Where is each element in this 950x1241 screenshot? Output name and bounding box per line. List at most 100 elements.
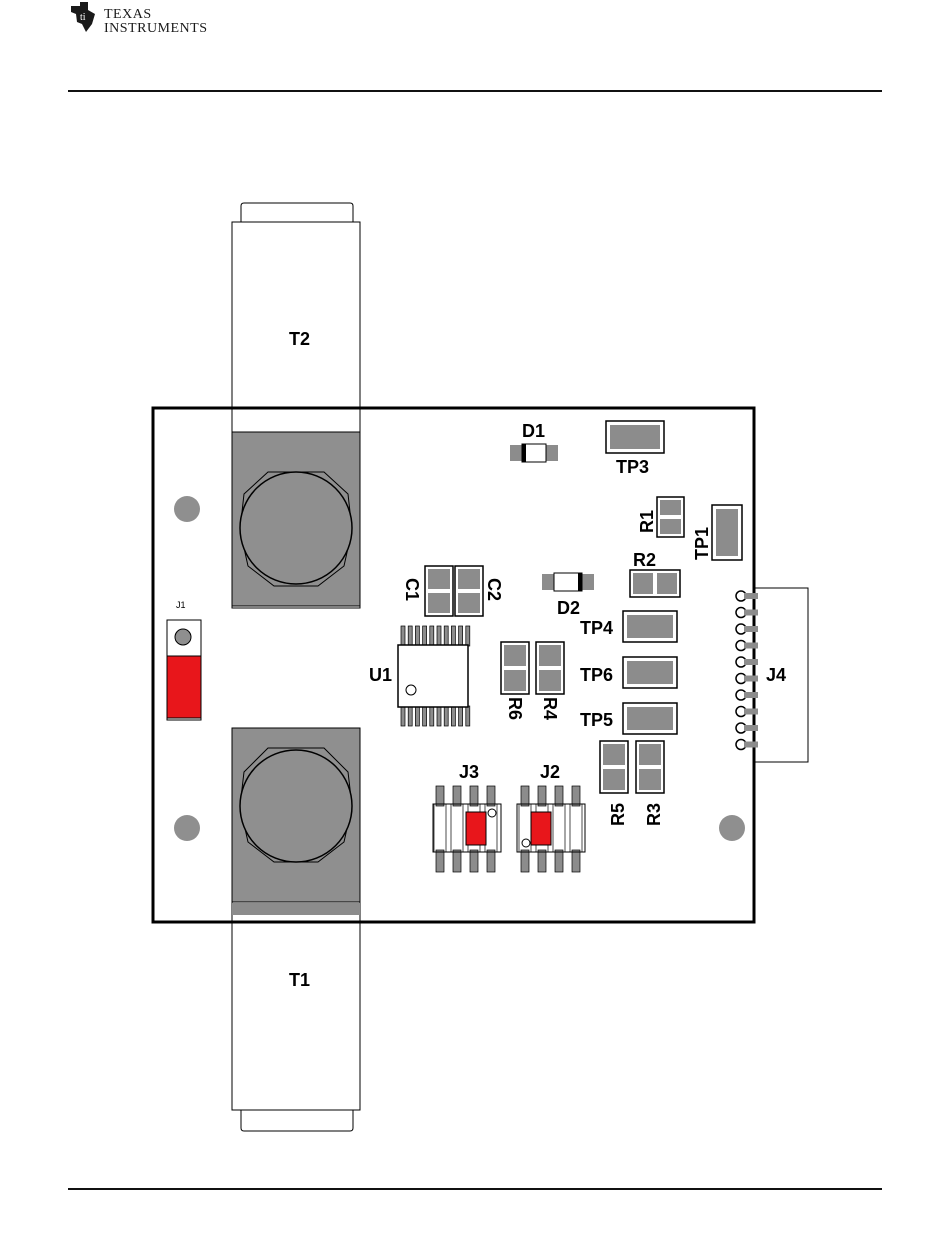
j4-pin-lead (744, 593, 758, 599)
j4-pin-lead (744, 692, 758, 698)
u1-pin (415, 706, 419, 726)
j1-red (167, 656, 201, 718)
r3-pad-top (639, 744, 661, 765)
u1-pin (415, 626, 419, 646)
t2-core-circle (240, 472, 352, 584)
header-pin (453, 850, 461, 872)
u1-pin (451, 706, 455, 726)
header-pin-guide (553, 804, 565, 852)
r2-label: R2 (633, 550, 656, 570)
j4-pin-lead (744, 659, 758, 665)
header-pin (572, 850, 580, 872)
d2-body (554, 573, 582, 591)
r4-label: R4 (540, 697, 560, 720)
r1-label: R1 (637, 510, 657, 533)
r1-pad-top (660, 500, 681, 515)
j3-pin1-dot (488, 809, 496, 817)
tp4-pad (627, 615, 673, 638)
r4-pad-top (539, 645, 561, 666)
u1-pin (437, 706, 441, 726)
d1-label: D1 (522, 421, 545, 441)
j4-pin-lead (744, 709, 758, 715)
j2-label: J2 (540, 762, 560, 782)
t2-label: T2 (289, 329, 310, 349)
header-pin (436, 850, 444, 872)
tp3-pad (610, 425, 660, 449)
u1-body (398, 645, 468, 707)
header-pin (487, 786, 495, 806)
u1-pin (408, 706, 412, 726)
tp6-label: TP6 (580, 665, 613, 685)
j4-pin-lead (744, 742, 758, 748)
t2-tab (241, 203, 353, 222)
header-pin (521, 850, 529, 872)
c1-label: C1 (402, 578, 422, 601)
header-pin (572, 786, 580, 806)
header-pin (538, 850, 546, 872)
header-pin (436, 786, 444, 806)
mount-hole-1 (174, 496, 200, 522)
tp3-label: TP3 (616, 457, 649, 477)
header-pin-guide (451, 804, 463, 852)
j1-pin (175, 629, 191, 645)
t1-band (232, 903, 360, 915)
r6-pad-top (504, 645, 526, 666)
u1-pin (408, 626, 412, 646)
j4-label: J4 (766, 665, 786, 685)
u1-pin (437, 626, 441, 646)
u1-pin (401, 626, 405, 646)
mount-hole-2 (174, 815, 200, 841)
d1-band (522, 444, 526, 462)
j3-label: J3 (459, 762, 479, 782)
j2-pin1-dot (522, 839, 530, 847)
header-pin (470, 786, 478, 806)
d2-label: D2 (557, 598, 580, 618)
u1-pin (451, 626, 455, 646)
j3-shunt (466, 812, 486, 845)
t1-core-circle (240, 750, 352, 862)
c1-pad-bottom (428, 593, 450, 613)
c2-label: C2 (484, 578, 504, 601)
j4-pin-lead (744, 610, 758, 616)
header-pin-guide (434, 804, 446, 852)
c1-pad-top (428, 569, 450, 589)
header-pin (453, 786, 461, 806)
mount-hole-3 (719, 815, 745, 841)
r5-label: R5 (608, 803, 628, 826)
r4-pad-bottom (539, 670, 561, 691)
r6-pad-bottom (504, 670, 526, 691)
u1-pin (423, 626, 427, 646)
r2-pad-left (633, 573, 653, 594)
header-pin (555, 786, 563, 806)
header-pin (521, 786, 529, 806)
c2-pad-top (458, 569, 480, 589)
j4-pin-lead (744, 643, 758, 649)
r3-pad-bottom (639, 769, 661, 790)
c2-pad-bottom (458, 593, 480, 613)
j2-shunt (531, 812, 551, 845)
u1-pin (430, 626, 434, 646)
u1-pin (444, 706, 448, 726)
header-pin (487, 850, 495, 872)
tp5-label: TP5 (580, 710, 613, 730)
header-pin-guide (570, 804, 582, 852)
tp1-pad (716, 509, 738, 556)
tp1-label: TP1 (692, 527, 712, 560)
t1-label: T1 (289, 970, 310, 990)
tp5-pad (627, 707, 673, 730)
u1-pin (459, 706, 463, 726)
d2-band (578, 573, 582, 591)
tp4-label: TP4 (580, 618, 613, 638)
r1-pad-bottom (660, 519, 681, 534)
u1-label: U1 (369, 665, 392, 685)
u1-pin (401, 706, 405, 726)
j4-pin-lead (744, 725, 758, 731)
tp6-pad (627, 661, 673, 684)
r2-pad-right (657, 573, 677, 594)
header-pin (538, 786, 546, 806)
header-pin (555, 850, 563, 872)
r5-pad-bottom (603, 769, 625, 790)
u1-pin (444, 626, 448, 646)
j1-label: J1 (176, 600, 186, 610)
